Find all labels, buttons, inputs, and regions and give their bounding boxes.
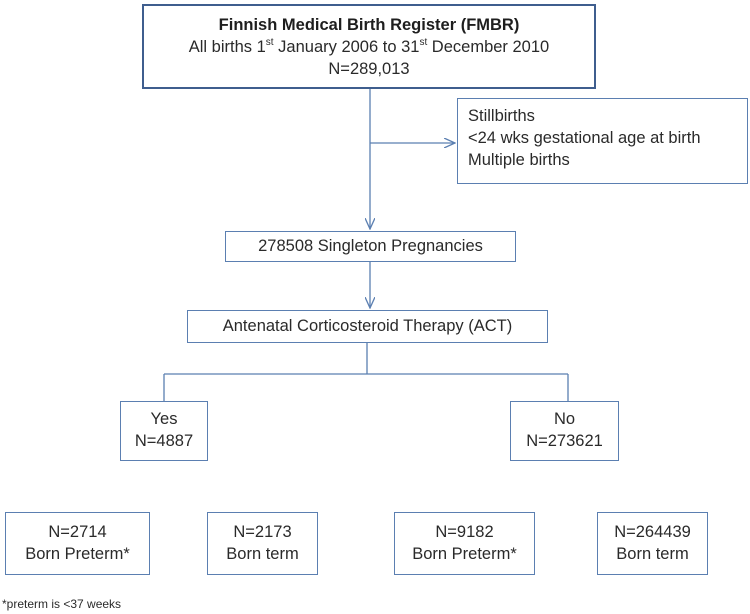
no-box: No N=273621 [510,401,619,461]
singleton-label: 278508 Singleton Pregnancies [258,237,483,255]
exclusion-item: Stillbirths [468,107,535,125]
fmbr-count: N=289,013 [328,60,410,78]
singleton-box: 278508 Singleton Pregnancies [225,231,516,262]
exclusion-item: Multiple births [468,151,570,169]
outcome-label: Born term [616,545,689,563]
yes-count: N=4887 [134,432,194,450]
act-label: Antenatal Corticosteroid Therapy (ACT) [222,317,513,335]
outcome-count: N=9182 [435,523,494,541]
no-label: No [553,410,576,428]
exclusion-item: <24 wks gestational age at birth [468,129,701,147]
yes-box: Yes N=4887 [120,401,208,461]
outcome-box-no-term: N=264439 Born term [597,512,708,575]
outcome-count: N=2173 [233,523,292,541]
footnote: *preterm is <37 weeks [2,597,122,611]
no-count: N=273621 [526,432,603,450]
fmbr-period: All births 1st January 2006 to 31st Dece… [188,36,550,56]
outcome-count: N=264439 [614,523,691,541]
act-box: Antenatal Corticosteroid Therapy (ACT) [187,310,548,343]
outcome-label: Born term [226,545,299,563]
exclusions-box: Stillbirths <24 wks gestational age at b… [457,98,748,184]
outcome-count: N=2714 [48,523,107,541]
outcome-label: Born Preterm* [412,545,517,563]
outcome-box-yes-preterm: N=2714 Born Preterm* [5,512,150,575]
outcome-box-no-preterm: N=9182 Born Preterm* [394,512,535,575]
yes-label: Yes [150,410,178,428]
fmbr-box: Finnish Medical Birth Register (FMBR) Al… [142,4,596,89]
outcome-box-yes-term: N=2173 Born term [207,512,318,575]
outcome-label: Born Preterm* [25,545,130,563]
fmbr-title: Finnish Medical Birth Register (FMBR) [218,16,520,34]
